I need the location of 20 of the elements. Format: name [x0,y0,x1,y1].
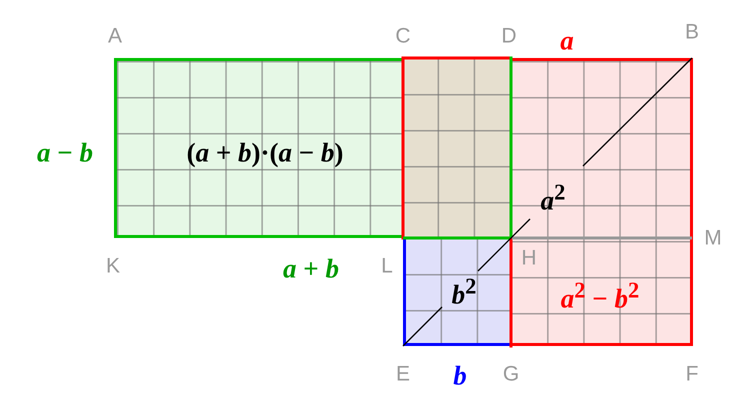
point-label: D [501,26,517,46]
point-label: C [395,26,411,46]
point-label: H [521,248,537,268]
point-label: G [502,364,520,384]
point-label: B [685,22,699,42]
point-label: E [396,364,410,384]
side-length-label: a − b [37,140,93,166]
point-label: K [106,256,120,276]
point-label: M [704,228,722,248]
area-formula: a$^{2}$ − b$^{2}$ [560,280,640,312]
area-formula: (a + b)·(a − b) [186,140,344,166]
side-length-label: a + b [283,256,339,282]
area-formula: a$^{2}$ [540,182,566,214]
point-label: F [686,364,698,384]
point-label: L [381,256,393,276]
overlap-region [403,58,511,238]
side-length-label: a [560,28,574,54]
area-formula: b$^{2}$ [452,276,476,308]
point-label: A [108,26,122,46]
side-length-label: b [453,362,467,390]
